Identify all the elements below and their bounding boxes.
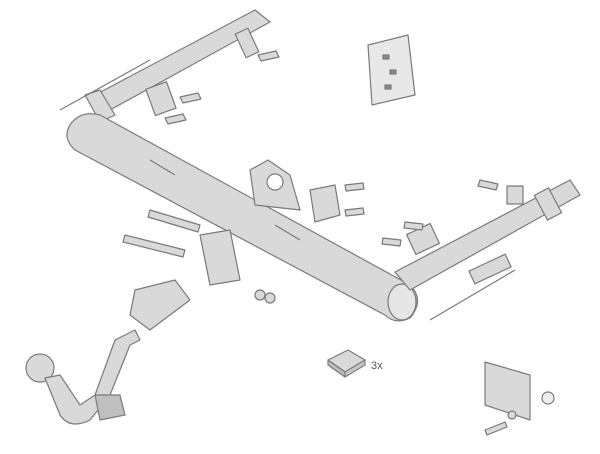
crossbar [66,113,419,322]
coupling-head [129,279,191,331]
tow-ball-neck [25,329,141,425]
left-bracket [59,9,280,125]
hardware-bag [367,34,416,106]
spacer-pad [327,349,366,378]
center-socket-bracket [122,159,365,304]
right-bracket [381,179,581,321]
spacer-quantity-label: 3x [371,360,383,372]
mounting-plate [484,361,555,436]
